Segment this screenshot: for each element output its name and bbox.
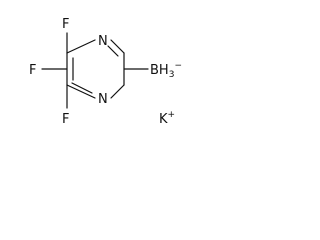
substituent-bonds	[41, 32, 149, 109]
counterion-potassium: K+	[159, 110, 175, 127]
potassium-charge: +	[168, 110, 176, 120]
boron-charge: −	[174, 61, 182, 71]
potassium-label: K	[159, 112, 168, 127]
atom-boron: BH3−	[150, 61, 182, 80]
atom-f-bottom: F	[62, 112, 69, 127]
bond-n1-c6	[66, 84, 96, 99]
bond-c2-n1	[110, 84, 125, 99]
chemical-structure: F F F N N BH3− K+	[29, 17, 182, 127]
atom-f-middle: F	[29, 63, 36, 78]
bond-n1-c6-double	[71, 82, 93, 94]
ring-bonds	[66, 39, 125, 99]
atom-n-top: N	[98, 34, 108, 49]
boron-subscript: 3	[169, 70, 175, 80]
bond-c2-n3-double	[107, 45, 119, 57]
boron-label: BH	[150, 63, 169, 78]
atom-n-bottom: N	[98, 92, 108, 107]
bond-c4-n3	[66, 39, 96, 54]
atom-f-top: F	[62, 17, 69, 32]
bond-n3-c2	[110, 39, 125, 54]
